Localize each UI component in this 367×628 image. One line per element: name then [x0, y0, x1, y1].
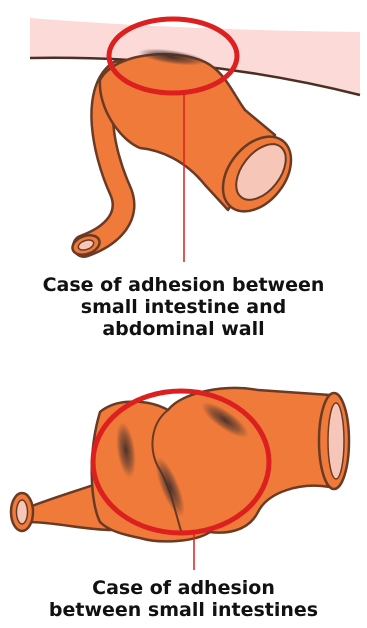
- caption-line: between small intestines: [0, 599, 367, 621]
- caption-line: abdominal wall: [0, 318, 367, 340]
- caption-line: Case of adhesion: [0, 577, 367, 599]
- adhesion-intestine-abdominal-wall-illustration: [0, 0, 367, 270]
- adhesion-between-intestines-illustration: [0, 362, 367, 577]
- caption-adhesion-between-intestines: Case of adhesion between small intestine…: [0, 577, 367, 621]
- caption-adhesion-intestine-abdominal-wall: Case of adhesion between small intestine…: [0, 274, 367, 340]
- caption-line: small intestine and: [0, 296, 367, 318]
- caption-line: Case of adhesion between: [0, 274, 367, 296]
